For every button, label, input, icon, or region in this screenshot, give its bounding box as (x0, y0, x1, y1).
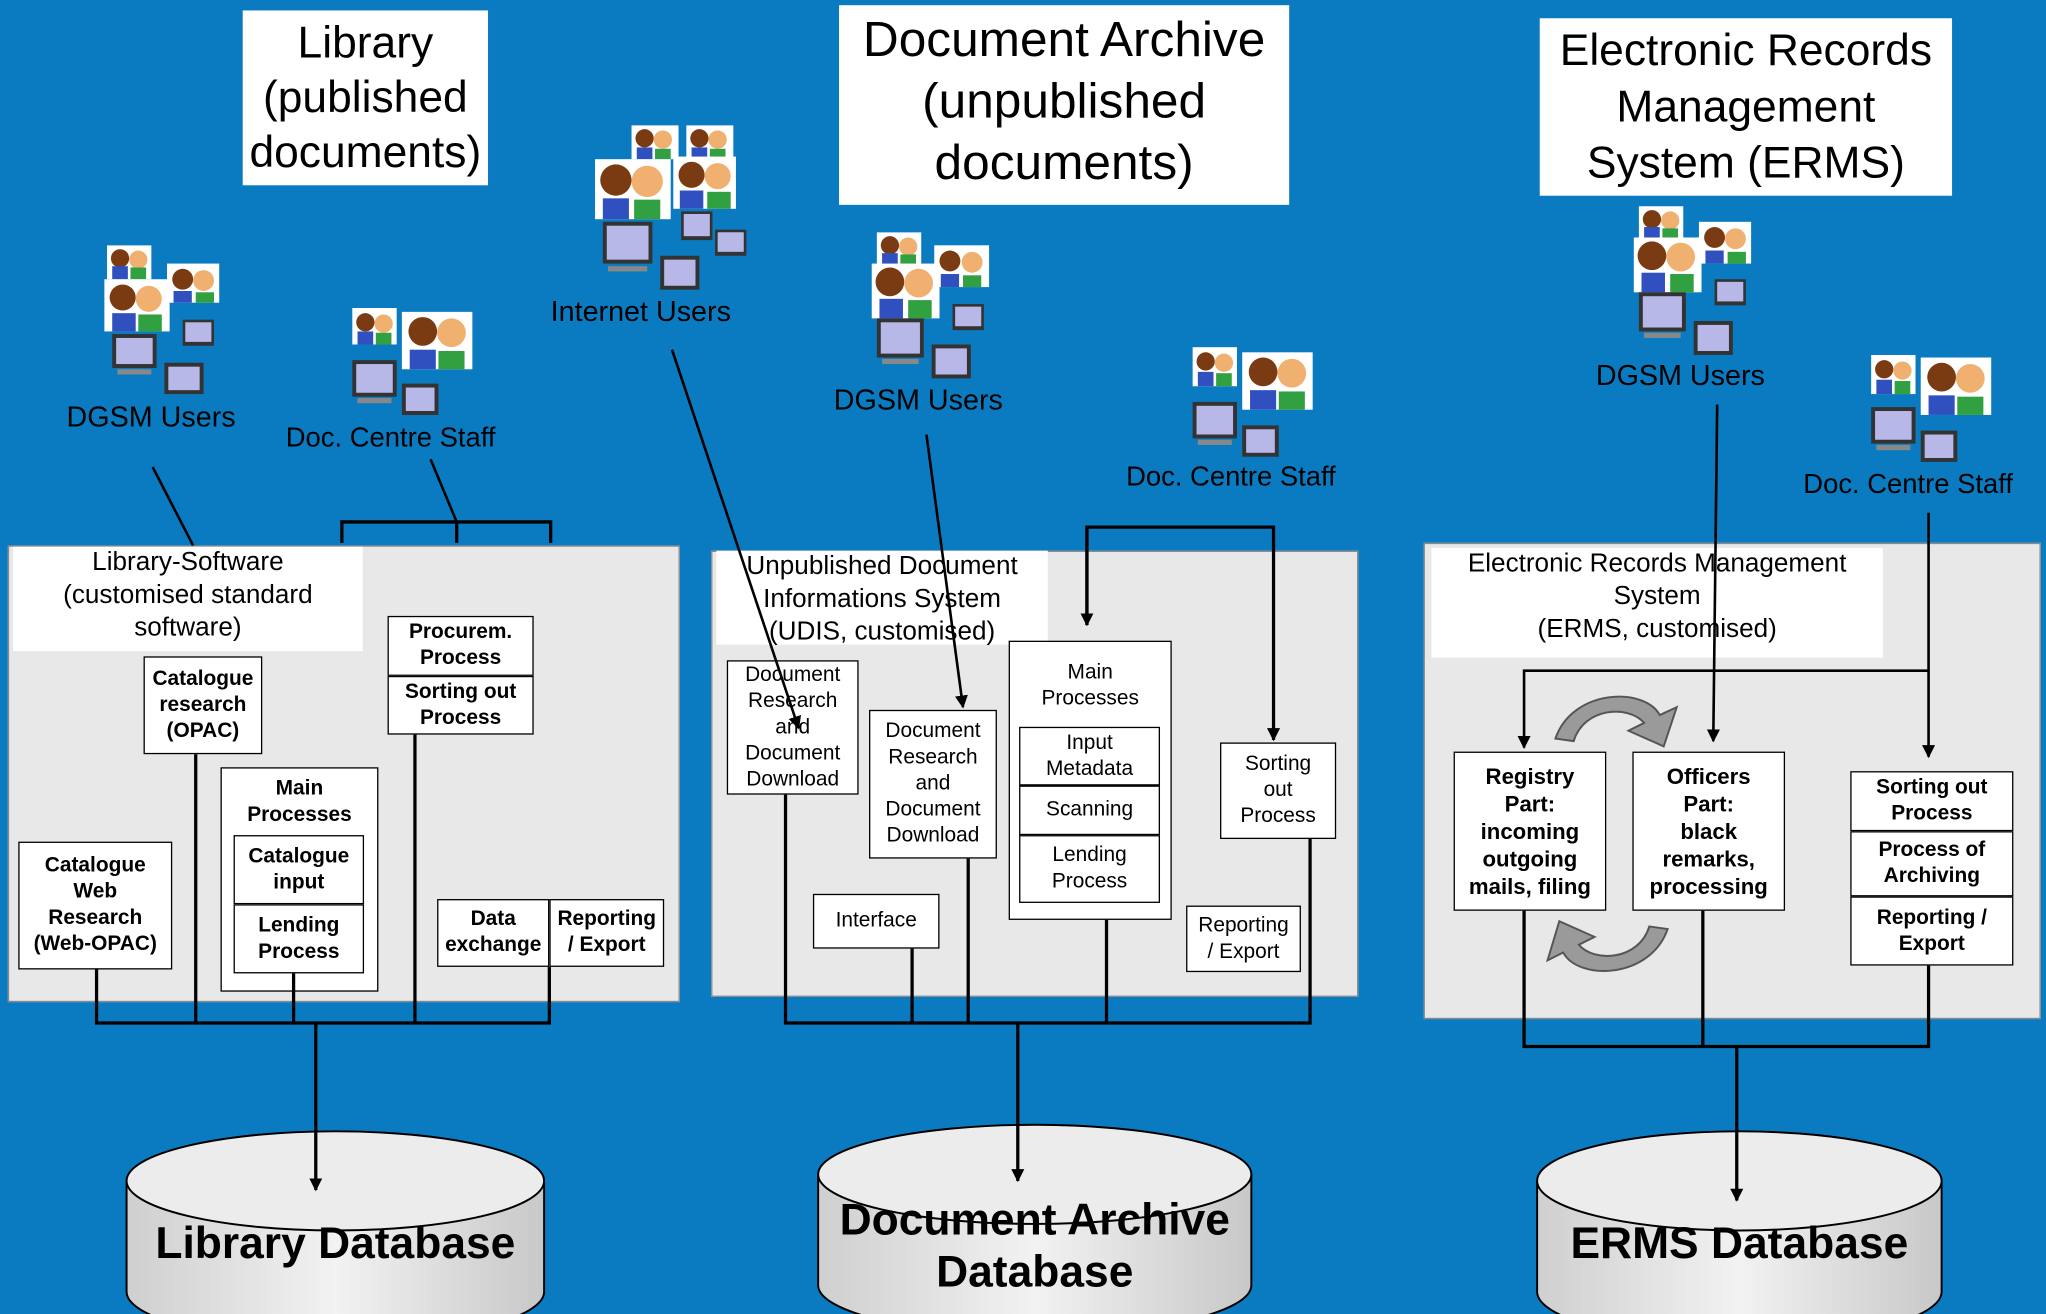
library-dgsm-users-label: DGSM Users (66, 400, 236, 434)
archive-database-cylinder (817, 1123, 1253, 1314)
library-procurement-box: Procurem. Process (387, 615, 534, 676)
erms-officers-box: Officers Part: black remarks, processing (1632, 751, 1786, 911)
archive-research-download-box-2: Document Research and Document Download (869, 709, 997, 859)
archive-scanning-box: Scanning (1019, 785, 1161, 836)
archive-input-metadata-box: Input Metadata (1019, 726, 1161, 786)
library-staff-label: Doc. Centre Staff (285, 422, 496, 453)
library-data-exchange-box: Data exchange (437, 899, 550, 967)
library-lending-box: Lending Process (233, 904, 365, 974)
erms-archiving-box: Process of Archiving (1850, 831, 2014, 897)
archive-dgsm-users-label: DGSM Users (833, 383, 1003, 417)
erms-database-cylinder (1536, 1130, 1943, 1314)
udis-label: Unpublished Document Informations System… (716, 550, 1048, 646)
internet-users-icon (595, 125, 752, 306)
library-web-opac-box: Catalogue Web Research (Web-OPAC) (18, 841, 173, 970)
archive-staff-icon (1190, 347, 1315, 474)
erms-reporting-box: Reporting / Export (1850, 896, 2014, 966)
erms-staff-icon (1869, 354, 1994, 479)
archive-staff-label: Doc. Centre Staff (1126, 461, 1336, 492)
archive-sorting-box: Sorting out Process (1220, 742, 1337, 840)
erms-database-label: ERMS Database (1570, 1218, 1909, 1269)
archive-interface-box: Interface (812, 893, 940, 949)
erms-title: Electronic Records Management System (ER… (1539, 18, 1953, 196)
library-database-label: Library Database (155, 1218, 516, 1269)
archive-title: Document Archive (unpublished documents) (839, 5, 1290, 205)
library-sorting-box: Sorting out Process (387, 675, 534, 735)
library-staff-icon (350, 307, 475, 435)
erms-sorting-box: Sorting out Process (1850, 771, 2014, 832)
erms-dgsm-users-label: DGSM Users (1595, 358, 1765, 392)
library-software-label: Library-Software (customised standard so… (13, 546, 363, 652)
archive-database-label: Document Archive Database (839, 1195, 1230, 1298)
library-database-cylinder (125, 1130, 546, 1314)
library-opac-box: Catalogue research (OPAC) (143, 656, 263, 755)
erms-registry-box: Registry Part: incoming outgoing mails, … (1453, 751, 1607, 911)
archive-research-download-box-1: Document Research and Document Download (726, 660, 859, 795)
erms-label: Electronic Records Management System (ER… (1431, 548, 1883, 658)
library-title: Library (published documents) (242, 10, 489, 186)
archive-reporting-box: Reporting / Export (1186, 905, 1301, 973)
library-dgsm-users-icon (102, 245, 226, 408)
library-reporting-box: Reporting / Export (549, 899, 665, 967)
library-catalogue-input-box: Catalogue input (233, 835, 365, 905)
internet-users-label: Internet Users (550, 294, 731, 328)
erms-staff-label: Doc. Centre Staff (1803, 469, 2013, 500)
archive-lending-box: Lending Process (1019, 835, 1161, 903)
erms-dgsm-users-icon (1633, 206, 1757, 366)
archive-dgsm-users-icon (871, 232, 995, 392)
